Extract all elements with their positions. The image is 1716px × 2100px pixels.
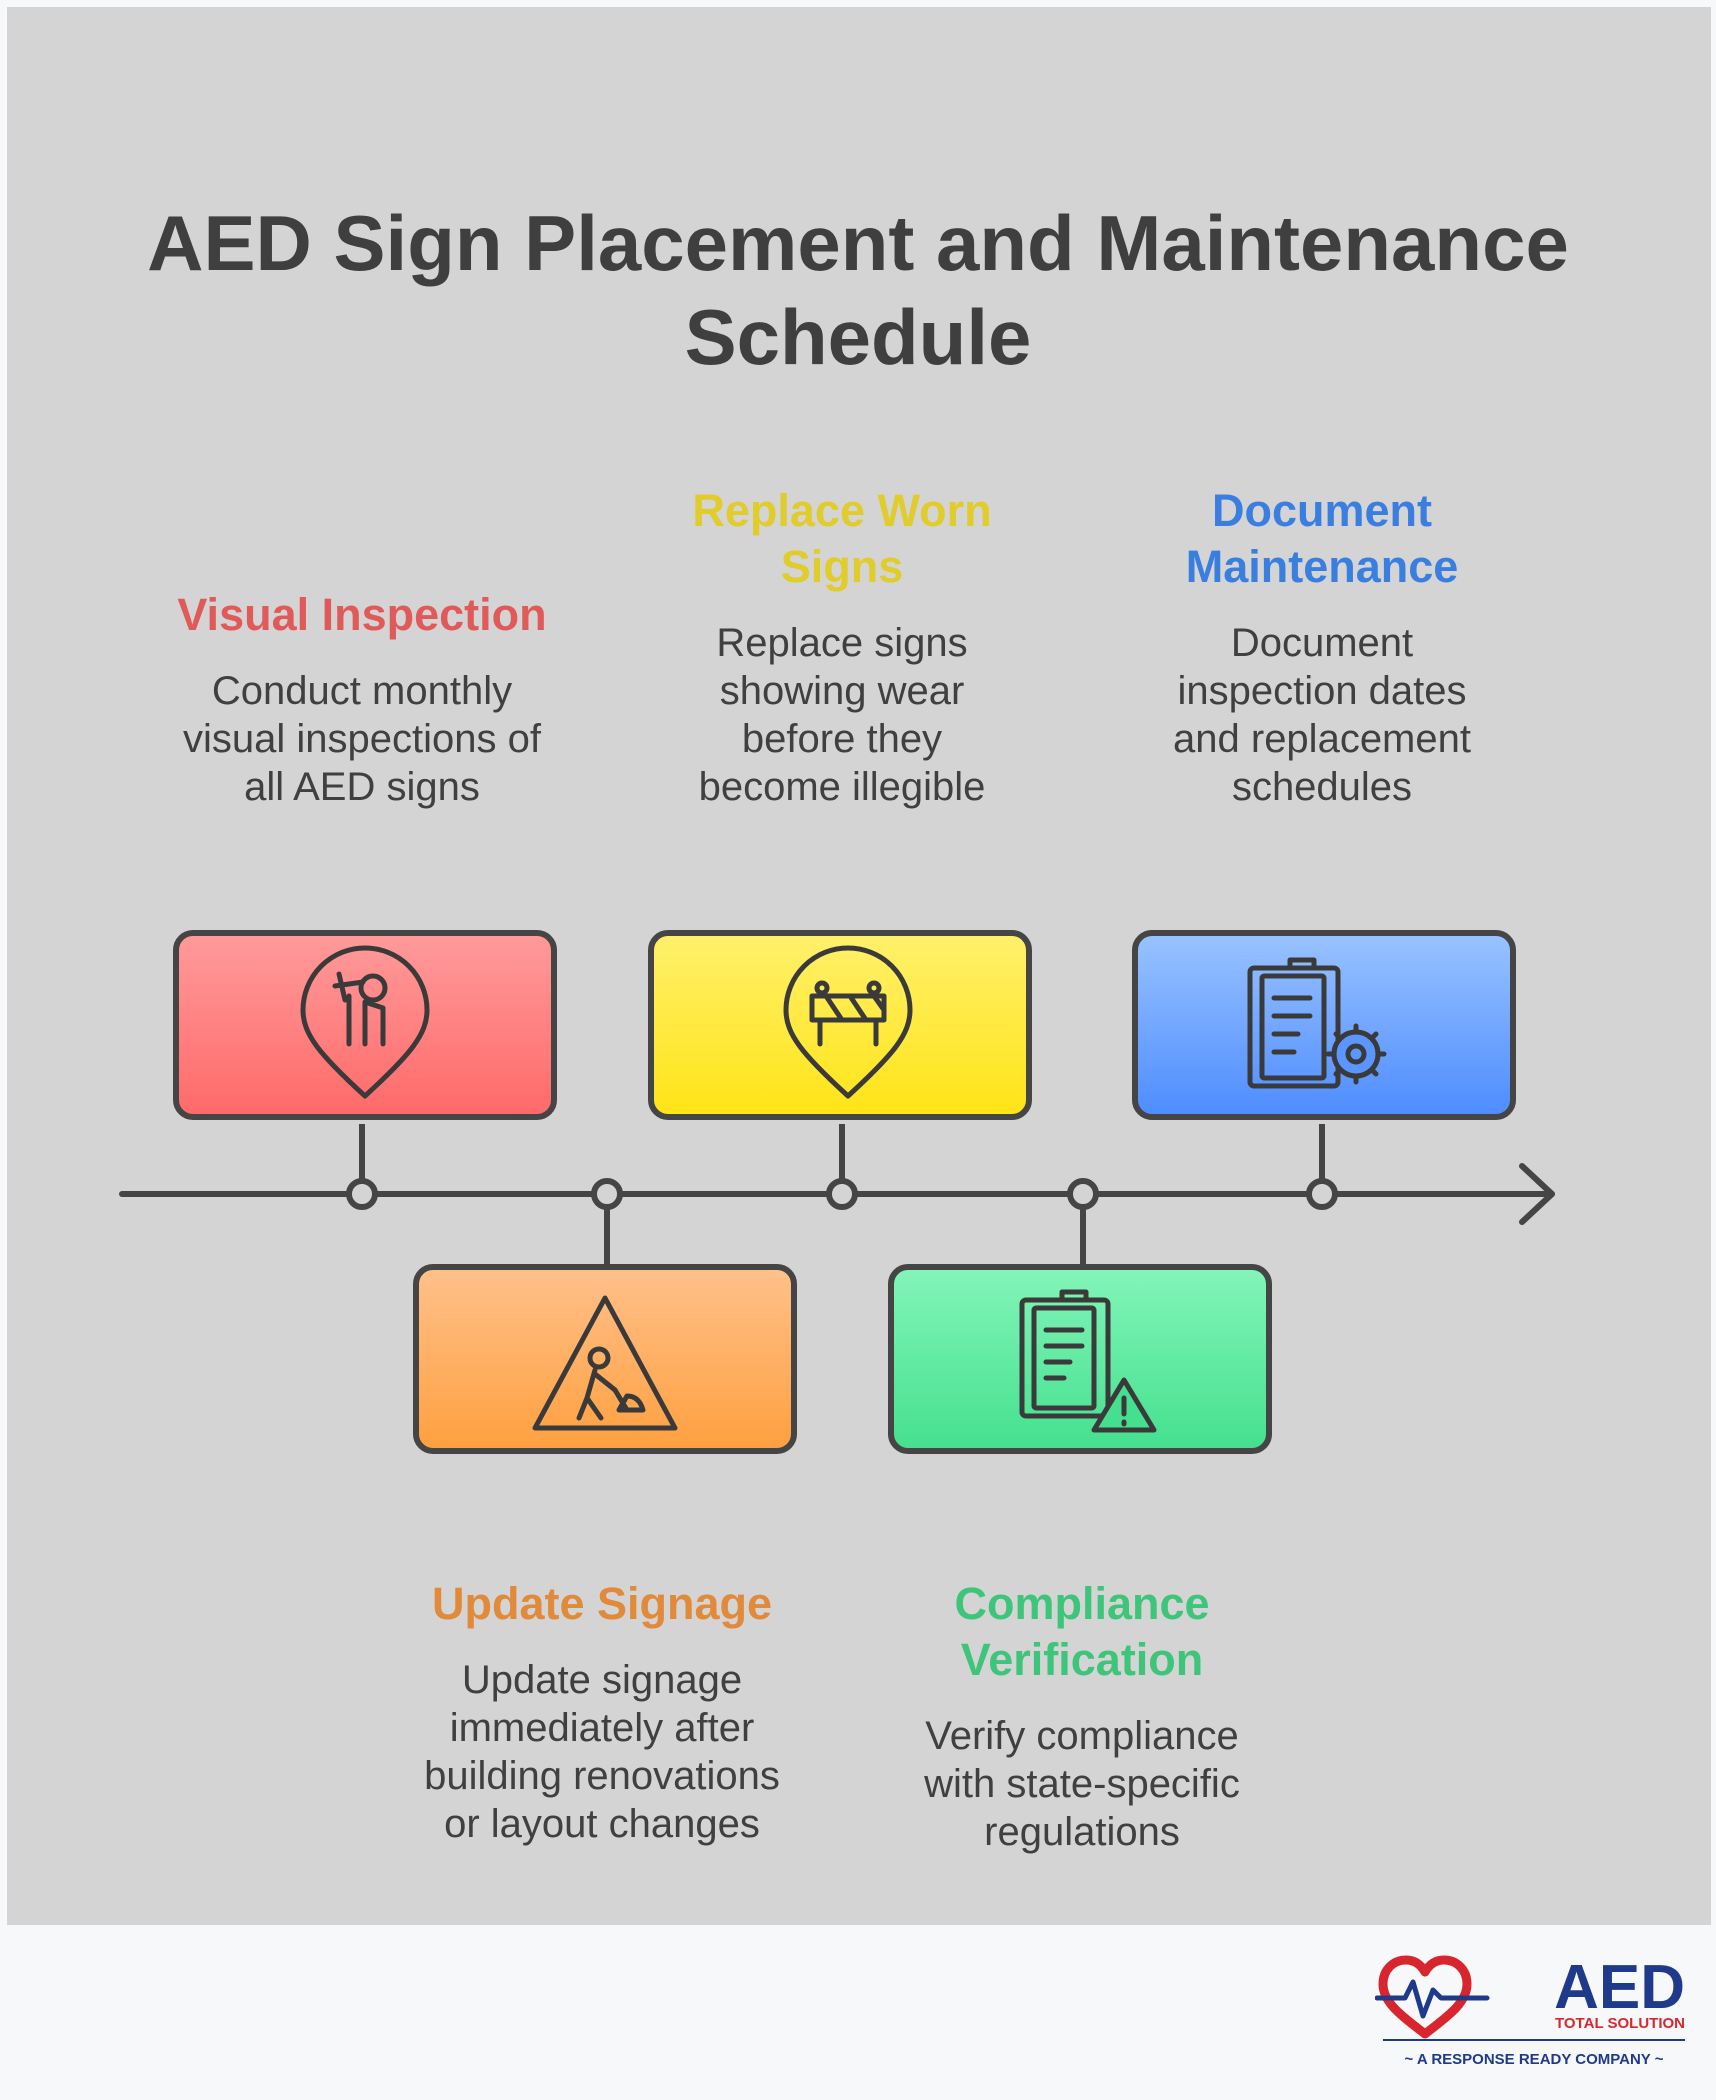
barrier-pin-icon bbox=[783, 945, 913, 1099]
logo-subtitle: TOTAL SOLUTION bbox=[1555, 2015, 1685, 2032]
step-5-card bbox=[1132, 930, 1516, 1120]
step-2-heading: Update Signage bbox=[431, 1578, 773, 1629]
step-4-heading: Compliance Verification bbox=[954, 1578, 1210, 1685]
step-3-card bbox=[648, 930, 1032, 1120]
timeline-dot-3 bbox=[826, 1178, 858, 1210]
timeline-dot-4 bbox=[1067, 1178, 1099, 1210]
heart-pulse-icon bbox=[1374, 1955, 1490, 2039]
step-3-heading: Replace Worn Signs bbox=[692, 485, 992, 592]
timeline-dot-1 bbox=[346, 1178, 378, 1210]
step-2-description: Update signage immediately after buildin… bbox=[424, 1658, 780, 1846]
clipboard-warning-icon bbox=[1019, 1289, 1157, 1433]
company-logo: AED TOTAL SOLUTION ~ A RESPONSE READY CO… bbox=[1374, 1950, 1695, 2080]
timeline-dot-5 bbox=[1306, 1178, 1338, 1210]
step-2-card bbox=[413, 1264, 797, 1454]
clipboard-gear-icon bbox=[1247, 957, 1387, 1089]
timeline-arrowhead bbox=[1519, 1163, 1555, 1225]
page-title: AED Sign Placement and Maintenance Sched… bbox=[147, 199, 1569, 381]
logo-tagline: ~ A RESPONSE READY COMPANY ~ bbox=[1405, 2051, 1664, 2068]
step-5-heading: Document Maintenance bbox=[1185, 485, 1459, 592]
step-1-card bbox=[173, 930, 557, 1120]
inspector-pin-icon bbox=[300, 945, 430, 1099]
step-5-description: Document inspection dates and replacemen… bbox=[1173, 621, 1471, 809]
timeline-dot-2 bbox=[591, 1178, 623, 1210]
step-1-heading: Visual Inspection bbox=[177, 589, 547, 640]
step-3-description: Replace signs showing wear before they b… bbox=[698, 621, 986, 809]
logo-brand: AED bbox=[1554, 1953, 1685, 2022]
step-4-description: Verify compliance with state-specific re… bbox=[924, 1714, 1240, 1854]
step-4-card bbox=[888, 1264, 1272, 1454]
step-1-description: Conduct monthly visual inspections of al… bbox=[183, 669, 541, 809]
construction-worker-sign-icon bbox=[532, 1295, 678, 1431]
